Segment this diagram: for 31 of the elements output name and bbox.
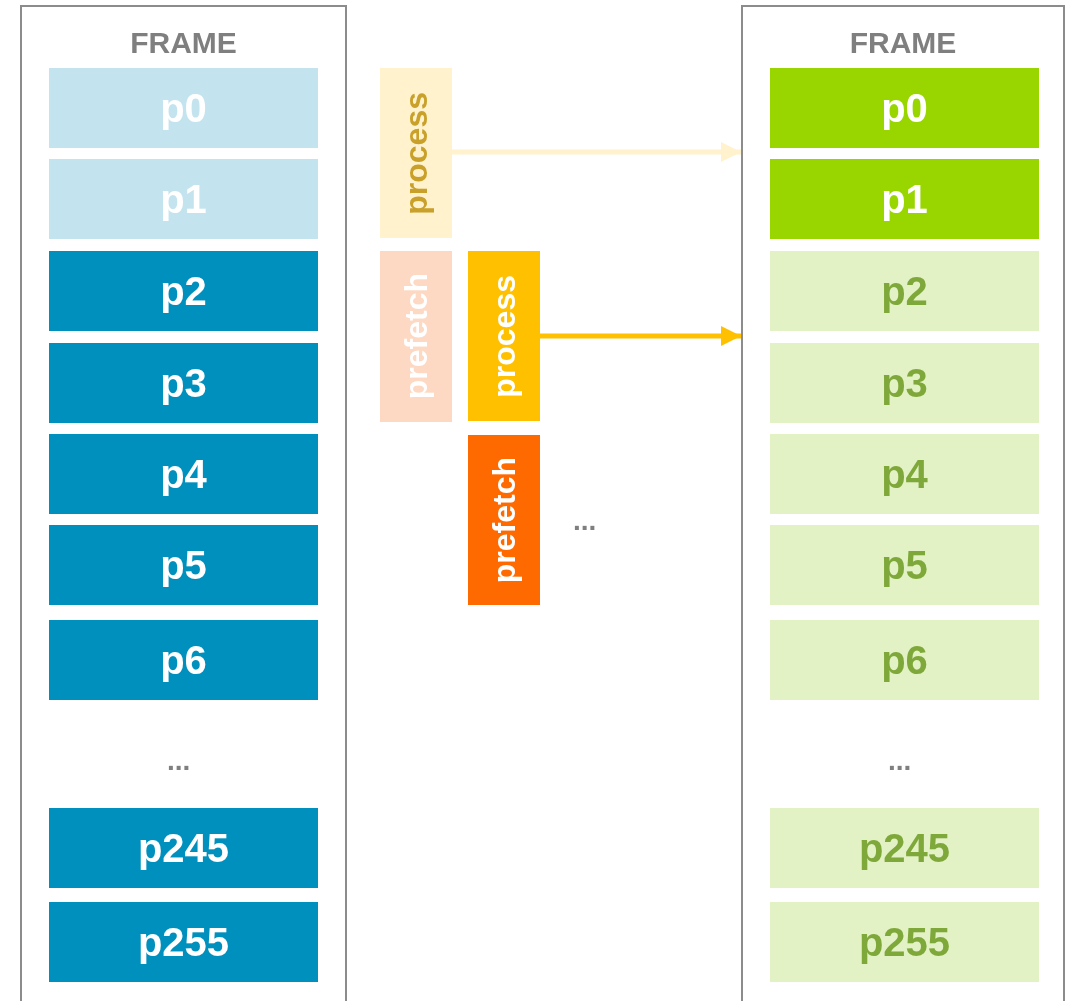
page-block: p4 (49, 434, 318, 514)
page-block: p245 (49, 808, 318, 888)
page-block: p245 (770, 808, 1039, 888)
page-block: p4 (770, 434, 1039, 514)
prefetch-block: prefetch (468, 435, 540, 605)
ellipsis-text: ... (167, 745, 191, 777)
arrow (540, 326, 741, 346)
process-block: process (380, 68, 452, 238)
page-block: p6 (49, 620, 318, 700)
page-block: p0 (770, 68, 1039, 148)
page-block: p2 (770, 251, 1039, 331)
page-block: p0 (49, 68, 318, 148)
page-block: p5 (49, 525, 318, 605)
process-block: process (468, 251, 540, 421)
frame-title: FRAME (848, 25, 958, 61)
frame-title: FRAME (129, 25, 238, 61)
page-block: p3 (770, 343, 1039, 423)
page-block: p1 (49, 159, 318, 239)
page-block: p1 (770, 159, 1039, 239)
ellipsis-text: ... (888, 745, 912, 777)
frame-panel (741, 5, 1065, 1001)
page-block: p6 (770, 620, 1039, 700)
page-block: p2 (49, 251, 318, 331)
page-block: p255 (770, 902, 1039, 982)
frame-panel (20, 5, 347, 1001)
page-block: p255 (49, 902, 318, 982)
page-block: p3 (49, 343, 318, 423)
prefetch-block: prefetch (380, 251, 452, 422)
ellipsis-text: ... (573, 505, 597, 537)
arrow (452, 142, 741, 162)
page-block: p5 (770, 525, 1039, 605)
